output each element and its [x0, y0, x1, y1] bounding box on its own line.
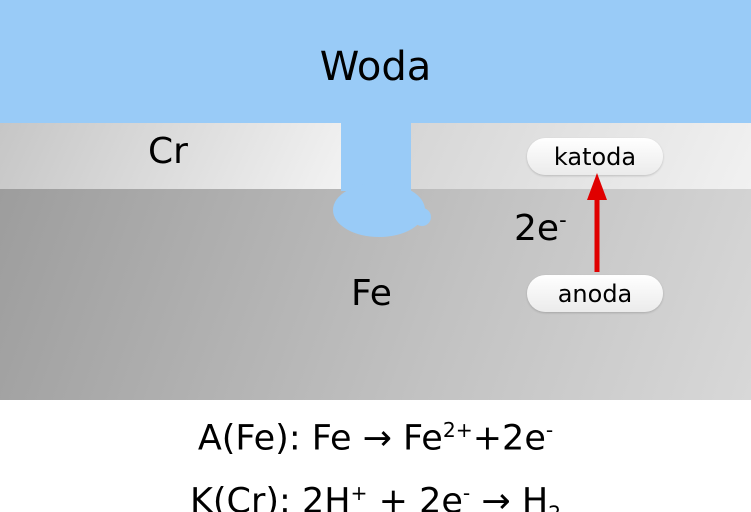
water-pit-shape: [333, 123, 431, 237]
anode-equation: A(Fe): Fe → Fe2++2e-: [197, 418, 554, 459]
water-region: Woda: [0, 0, 751, 123]
electron-count-label: 2e-: [514, 208, 567, 249]
katoda-badge: katoda: [527, 138, 663, 175]
anoda-badge: anoda: [527, 275, 663, 312]
fe-label: Fe: [351, 273, 392, 314]
cr-label: Cr: [148, 131, 188, 172]
water-label: Woda: [319, 44, 432, 90]
katoda-label: katoda: [553, 142, 637, 171]
cathode-equation: K(Cr): 2H+ + 2e- → H2: [189, 480, 561, 512]
anoda-label: anoda: [557, 279, 633, 308]
cr-layer-left: Cr: [0, 123, 341, 189]
electron-flow-arrow: [587, 173, 607, 272]
reaction-equations: A(Fe): Fe → Fe2++2e- K(Cr): 2H+ + 2e- → …: [0, 403, 751, 512]
